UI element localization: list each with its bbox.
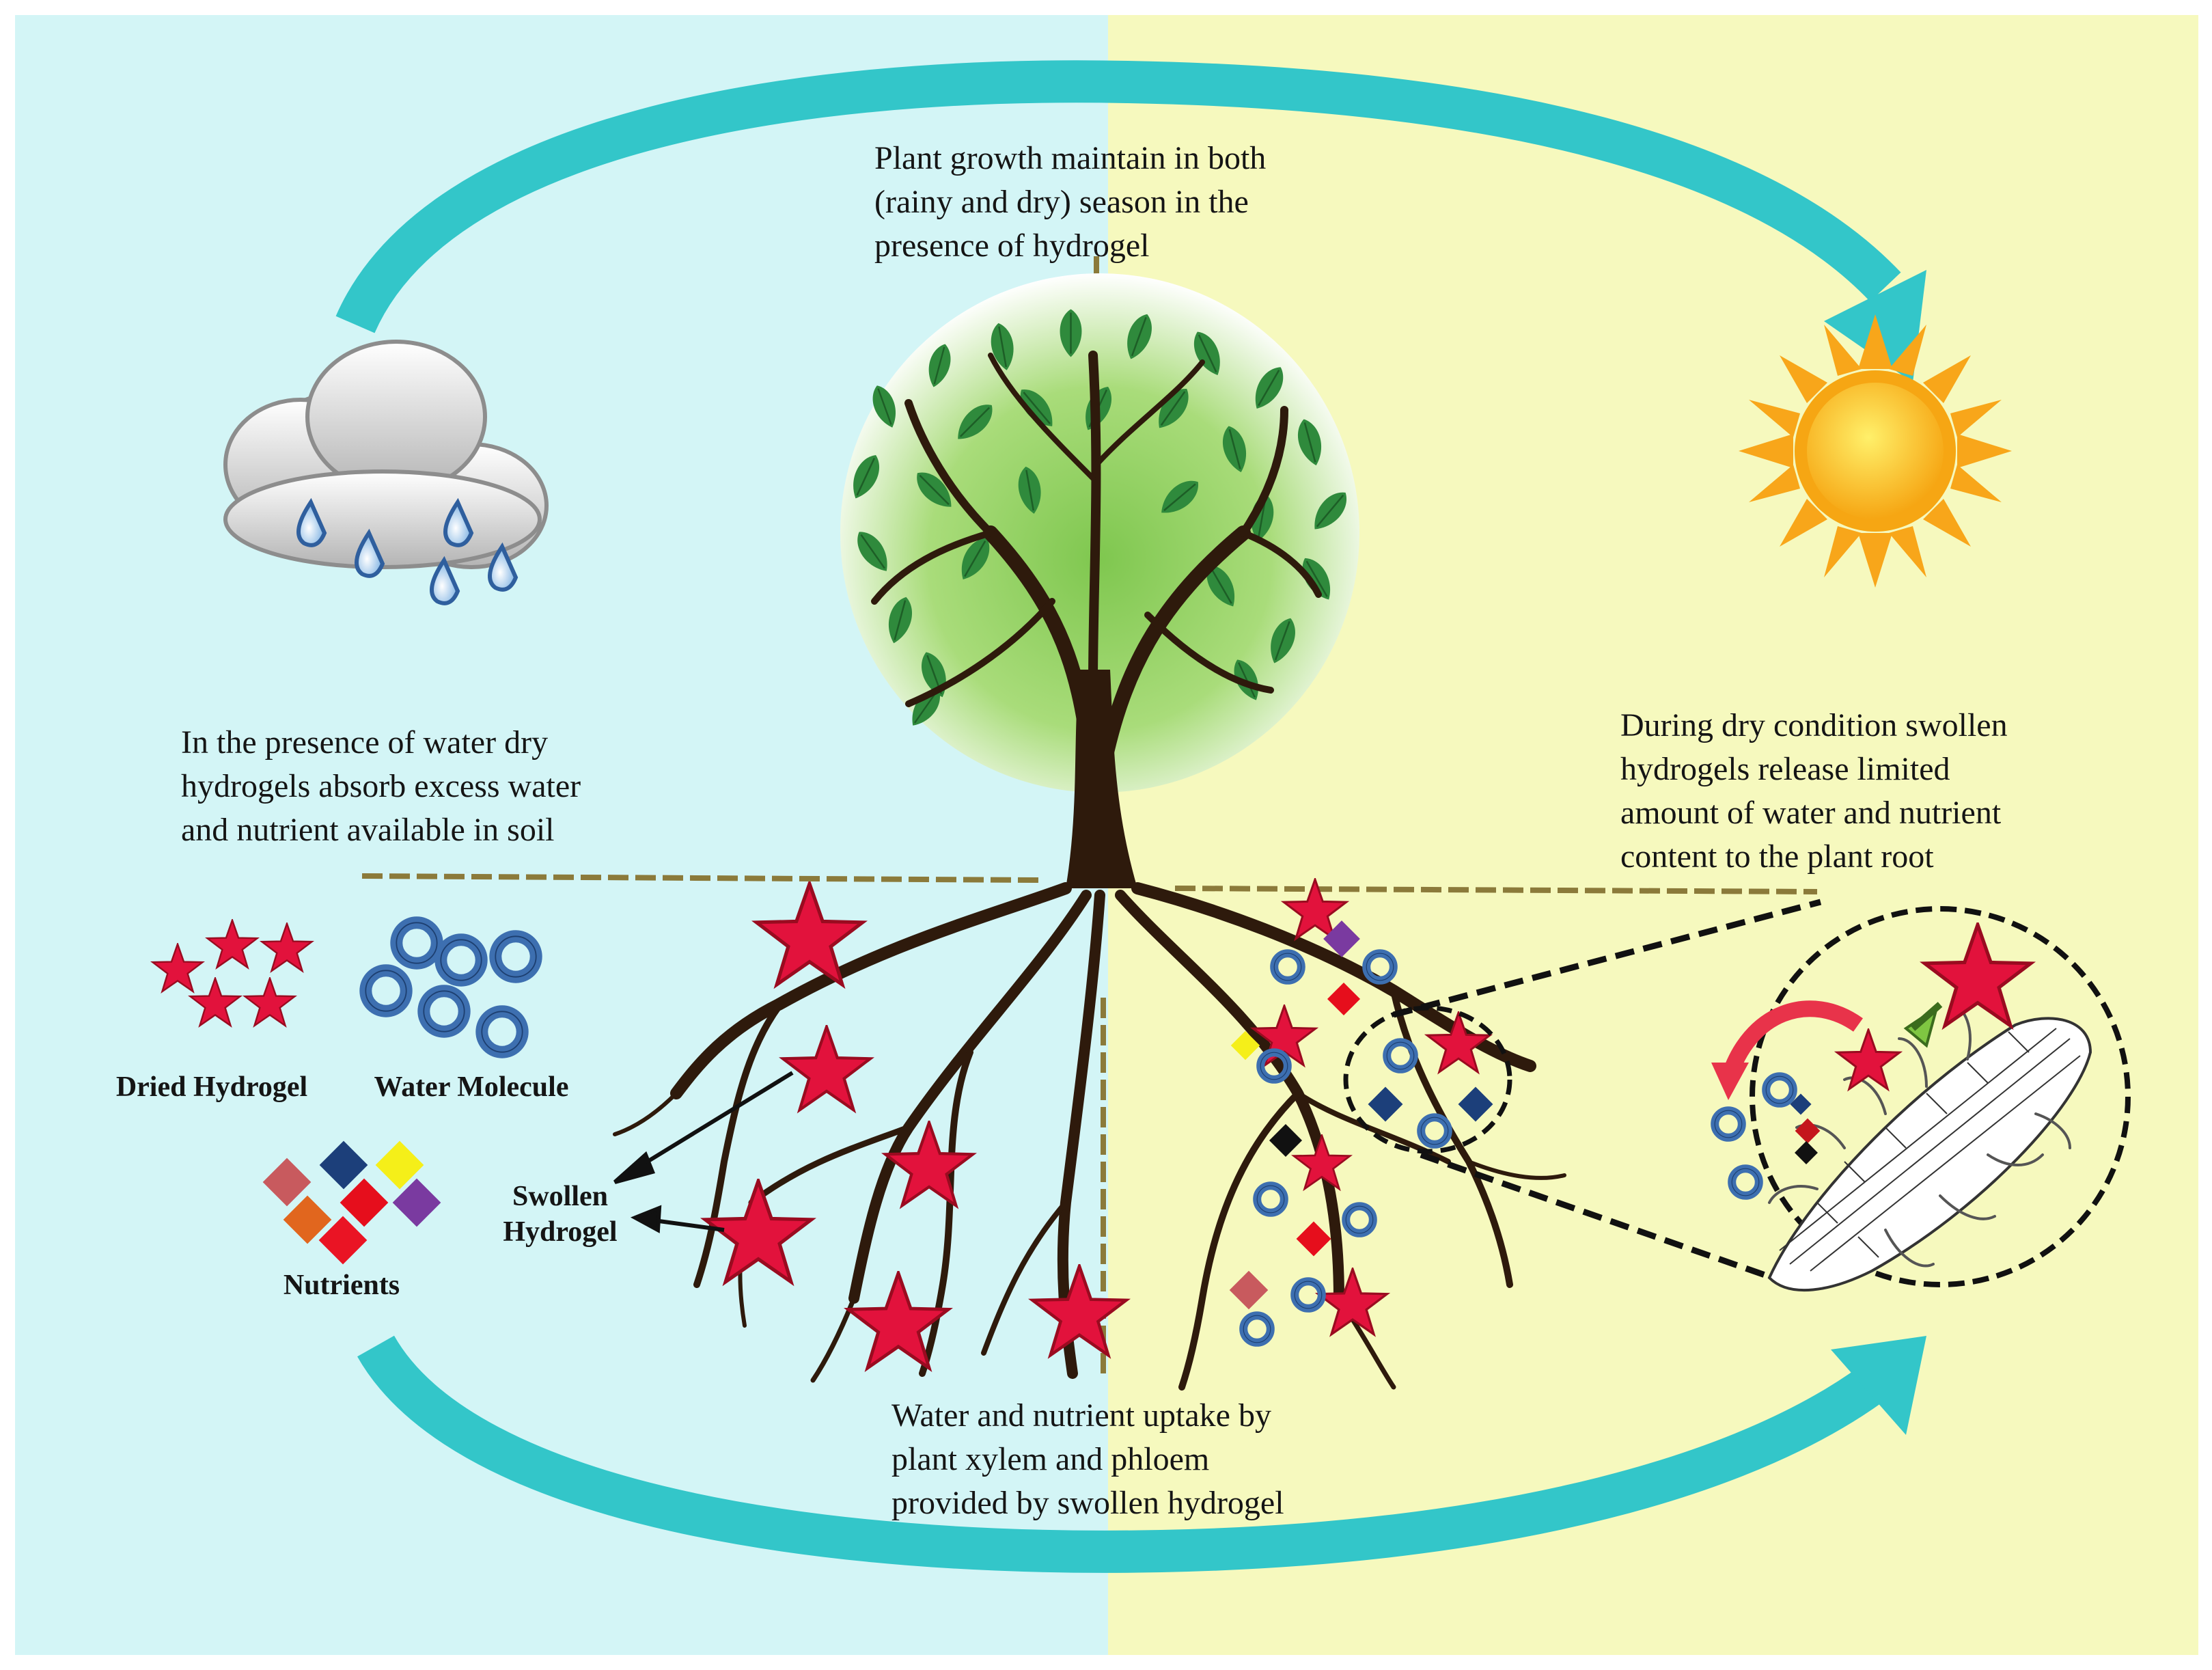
sun-icon	[1739, 314, 2012, 588]
right-caption: During dry condition swollen hydrogels r…	[1620, 707, 2008, 875]
top-caption: Plant growth maintain in both (rainy and…	[874, 140, 1267, 264]
nutrients-legend-icon	[262, 1140, 441, 1265]
swollen-hydrogel-pointer-arrows	[613, 1071, 794, 1233]
dried-hydrogel-label: Dried Hydrogel	[115, 1071, 308, 1103]
dry-season-panel	[1108, 15, 2198, 1655]
root-zoom-inset	[1711, 906, 2131, 1292]
rain-cloud-icon	[223, 340, 549, 605]
swollen-hydrogel-label: Swollen Hydrogel	[503, 1181, 618, 1248]
left-caption: In the presence of water dry hydrogels a…	[181, 724, 581, 848]
wet-season-panel	[15, 15, 1108, 1655]
water-molecule-label: Water Molecule	[374, 1071, 569, 1103]
tree-icon	[840, 273, 1359, 888]
bottom-cycle-arrow	[357, 1335, 1926, 1573]
zoom-connector-lines	[1392, 899, 1822, 1281]
bottom-caption: Water and nutrient uptake by plant xylem…	[891, 1397, 1284, 1521]
nutrients-label: Nutrients	[283, 1270, 400, 1301]
